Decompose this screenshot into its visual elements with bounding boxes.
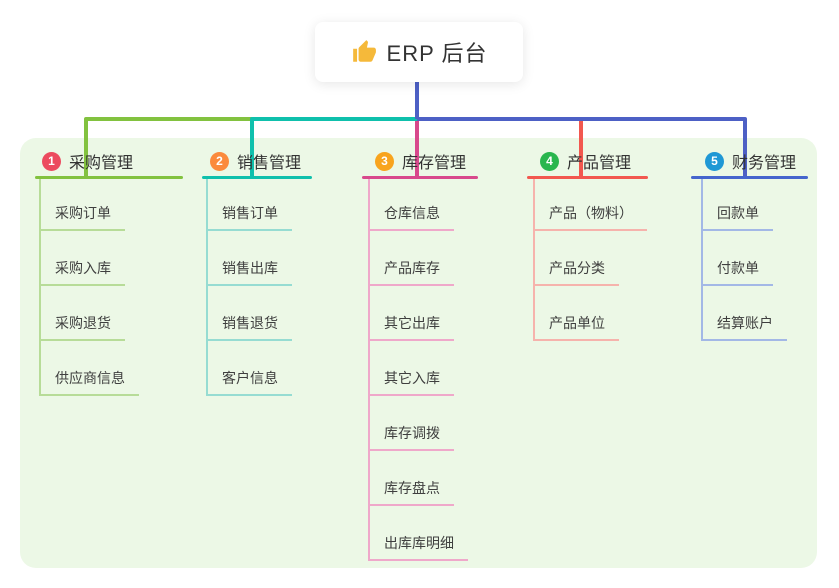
- branch-node-finance[interactable]: 5 财务管理: [705, 150, 796, 172]
- child-underline: [368, 284, 454, 286]
- child-node[interactable]: 销售退货: [222, 315, 278, 331]
- child-node[interactable]: 产品库存: [384, 260, 440, 276]
- branch-trunk-line: [206, 179, 208, 396]
- root-title: ERP 后台: [386, 41, 488, 66]
- child-node[interactable]: 供应商信息: [55, 370, 125, 386]
- child-underline: [533, 284, 619, 286]
- branch-underline: [527, 176, 648, 179]
- branch-trunk-line: [701, 179, 703, 341]
- branch-badge-4: 4: [540, 151, 559, 171]
- branch-node-purchase[interactable]: 1 采购管理: [42, 150, 133, 172]
- child-underline: [39, 339, 125, 341]
- child-node[interactable]: 库存调拨: [384, 425, 440, 441]
- child-node[interactable]: 结算账户: [717, 315, 773, 331]
- child-node[interactable]: 采购订单: [55, 205, 111, 221]
- branch-underline: [362, 176, 478, 179]
- child-node[interactable]: 其它出库: [384, 315, 440, 331]
- branch-label: 销售管理: [237, 155, 302, 172]
- child-node[interactable]: 出库库明细: [384, 535, 454, 551]
- branch-label: 产品管理: [567, 155, 632, 172]
- child-underline: [206, 394, 292, 396]
- child-node[interactable]: 客户信息: [222, 370, 278, 386]
- child-node[interactable]: 产品分类: [549, 260, 605, 276]
- branch-badge-5: 5: [705, 151, 724, 171]
- child-underline: [533, 339, 619, 341]
- branch-node-product[interactable]: 4 产品管理: [540, 150, 631, 172]
- root-node[interactable]: ERP 后台: [315, 22, 523, 82]
- branch-underline: [202, 176, 312, 179]
- child-node[interactable]: 采购入库: [55, 260, 111, 276]
- thumbs-up-icon: [352, 40, 376, 62]
- child-underline: [533, 229, 647, 231]
- child-underline: [368, 229, 454, 231]
- child-underline: [701, 229, 773, 231]
- branch-label: 财务管理: [732, 155, 797, 172]
- child-node[interactable]: 仓库信息: [384, 205, 440, 221]
- child-node[interactable]: 采购退货: [55, 315, 111, 331]
- child-underline: [368, 394, 454, 396]
- child-underline: [206, 284, 292, 286]
- child-node[interactable]: 产品（物料）: [549, 205, 633, 221]
- child-node[interactable]: 付款单: [717, 260, 759, 276]
- child-underline: [701, 339, 787, 341]
- branch-label: 采购管理: [69, 155, 134, 172]
- child-underline: [39, 284, 125, 286]
- child-node[interactable]: 回款单: [717, 205, 759, 221]
- child-underline: [701, 284, 773, 286]
- child-node[interactable]: 产品单位: [549, 315, 605, 331]
- child-underline: [368, 449, 454, 451]
- child-underline: [368, 339, 454, 341]
- branch-trunk-line: [368, 179, 370, 561]
- child-node[interactable]: 销售订单: [222, 205, 278, 221]
- branch-badge-3: 3: [375, 151, 394, 171]
- branch-underline: [691, 176, 808, 179]
- branch-badge-1: 1: [42, 151, 61, 171]
- branch-badge-2: 2: [210, 151, 229, 171]
- child-underline: [206, 229, 292, 231]
- child-underline: [206, 339, 292, 341]
- branch-underline: [35, 176, 183, 179]
- child-node[interactable]: 库存盘点: [384, 480, 440, 496]
- branch-node-inventory[interactable]: 3 库存管理: [375, 150, 466, 172]
- branch-trunk-line: [39, 179, 41, 396]
- branches-panel: [20, 138, 817, 568]
- child-underline: [39, 229, 125, 231]
- branch-label: 库存管理: [402, 155, 467, 172]
- child-underline: [368, 559, 468, 561]
- child-underline: [39, 394, 139, 396]
- branch-node-sales[interactable]: 2 销售管理: [210, 150, 301, 172]
- child-node[interactable]: 销售出库: [222, 260, 278, 276]
- child-node[interactable]: 其它入库: [384, 370, 440, 386]
- child-underline: [368, 504, 454, 506]
- branch-trunk-line: [533, 179, 535, 341]
